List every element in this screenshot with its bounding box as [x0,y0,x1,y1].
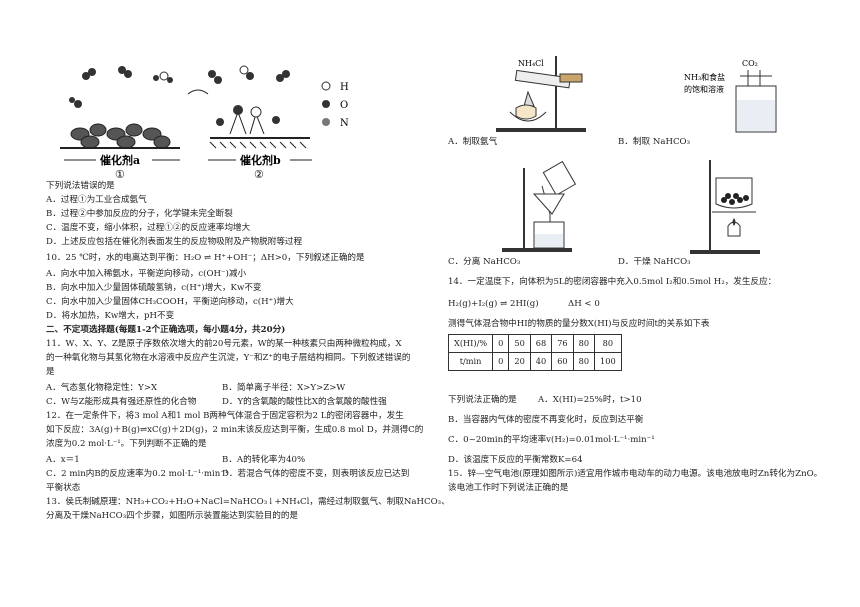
table-row: X(HI)/% 0 50 68 76 80 80 [447,334,622,353]
table-cell: 80 [572,352,596,371]
solution-label-2: 的饱和溶液 [684,84,724,94]
apparatus-a-caption: A．制取氨气 [448,137,498,147]
table-header-time: t/min [447,352,494,371]
q9-option-d: D．上述反应包括在催化剂表面发生的反应物吸附及产物脱附等过程 [46,237,303,247]
q15-line-1: 15．锌—空气电池(原理如图所示)适宜用作城市电动车的动力电源。该电池放电时Zn… [448,469,823,479]
table-cell: 0 [492,334,510,353]
catalyst-figure: 催化剂a ① 催化剂b ② H O N [60,65,349,178]
q14-line-2: 测得气体混合物中HI的物质的量分数X(HI)与反应时间t的关系如下表 [448,319,710,329]
apparatus-a-figure: NH₄Cl [496,56,586,132]
q9-option-c: C．温度不变，缩小体积，过程①②的反应速率均增大 [46,223,251,233]
q12-option-c: C．2 min内B的反应速率为0.2 mol·L⁻¹·min⁻¹ [46,469,229,479]
legend-n: N [340,118,349,129]
co2-label: CO₂ [742,59,758,68]
apparatus-d-figure [690,160,760,254]
q13-line-2: 分离及干燥NaHCO₃四个步骤，如图所示装置能达到实验目的的是 [46,511,299,521]
catalyst-b-label: 催化剂b [240,153,281,167]
table-cell: 76 [551,334,574,353]
q9-option-b: B．过程②中参加反应的分子，化学键未完全断裂 [46,209,233,219]
q12-option-b: B．A的转化率为40% [222,455,306,465]
nh4cl-label: NH₄Cl [518,59,544,68]
q14-line-1: 14．一定温度下，向体积为5L的密闭容器中充入0.5mol I₂和0.5mol … [448,277,777,287]
q12-line-3: 浓度为0.2 mol·L⁻¹。下列判断不正确的是 [46,439,207,449]
q14-option-d: D．该温度下反应的平衡常数K=64 [448,455,583,465]
table-cell: 80 [572,334,596,353]
q11-line-3: 是 [46,367,55,377]
table-cell: 80 [594,334,622,353]
table-cell: 50 [508,334,531,353]
hi-data-table: X(HI)/% 0 50 68 76 80 80 t/min 0 20 40 6… [447,334,622,371]
q11-line-1: 11．W、X、Y、Z是原子序数依次增大的前20号元素，W的某一种核素只由两种微粒… [46,339,402,349]
table-cell: 0 [492,352,510,371]
process-1-label: ① [115,168,125,178]
solution-label-1: NH₃和食盐 [684,72,725,82]
q11-option-c: C．W与Z能形成具有强还原性的化合物 [46,397,197,407]
process-2-label: ② [254,168,264,178]
q14-option-b: B．当容器内气体的密度不再变化时，反应到达平衡 [448,415,644,425]
q11-option-b: B．简单离子半径：X>Y>Z>W [222,383,346,393]
apparatus-c-figure [502,160,577,252]
catalyst-a-label: 催化剂a [100,153,140,167]
table-cell: 20 [508,352,531,371]
apparatus-b-caption: B．制取 NaHCO₃ [618,137,691,147]
q10-option-c: C．向水中加入少量固体CH₃COOH，平衡逆向移动，c(H⁺)增大 [46,297,294,307]
table-cell: 40 [529,352,553,371]
q14-enthalpy: ΔH < 0 [568,299,600,309]
q12-line-1: 12．在一定条件下，将3 mol A和1 mol B两种气体混合于固定容积为2 … [46,411,404,421]
q10-stem: 10．25 ℃时，水的电离达到平衡：H₂O ⇌ H⁺+OH⁻；ΔH>0，下列叙述… [46,253,365,263]
q14-stem: 下列说法正确的是 [448,395,517,405]
table-cell: 60 [551,352,574,371]
q14-option-a: A．X(HI)=25%时，t>10 [538,395,642,405]
apparatus-b-figure: CO₂ NH₃和食盐 的饱和溶液 [684,59,777,133]
legend-o: O [340,100,348,111]
table-row: t/min 0 20 40 60 80 100 [447,352,622,371]
table-cell: 100 [594,352,622,371]
q9-stem: 下列说法错误的是 [46,181,115,191]
q11-line-2: 的一种氧化物与其氢化物在水溶液中反应产生沉淀，Y⁻和Z⁺的电子层结构相同。下列叙… [46,353,411,363]
table-header-xhi: X(HI)/% [447,334,494,353]
q11-option-a: A．气态氢化物稳定性：Y>X [46,383,158,393]
legend-h: H [340,82,349,93]
q13-line-1: 13．侯氏制碱原理：NH₃+CO₂+H₂O+NaCl=NaHCO₃↓+NH₄Cl… [46,497,450,507]
q14-equation: H₂(g)+I₂(g) ⇌ 2HI(g) [448,299,539,309]
q10-option-d: D．将水加热，Kw增大，pH不变 [46,311,175,321]
apparatus-c-caption: C．分离 NaHCO₃ [448,257,521,267]
q9-option-a: A．过程①为工业合成氨气 [46,195,147,205]
q10-option-b: B．向水中加入少量固体硫酸氢钠，c(H⁺)增大，Kw不变 [46,283,262,293]
q11-option-d: D．Y的含氧酸的酸性比X的含氧酸的酸性强 [222,397,387,407]
q15-line-2: 该电池工作时下列说法正确的是 [448,483,569,493]
q12-option-d-cont: 平衡状态 [46,483,81,493]
apparatus-d-caption: D．干燥 NaHCO₃ [618,257,691,267]
q12-option-d: D．若混合气体的密度不变，则表明该反应已达到 [222,469,410,479]
table-cell: 68 [529,334,553,353]
q10-option-a: A．向水中加入稀氨水，平衡逆向移动，c(OH⁻)减小 [46,269,247,279]
section-2-heading: 二、不定项选择题(每题1-2个正确选项，每小题4分，共20分) [46,325,286,335]
q12-option-a: A．x＝1 [46,455,80,465]
q14-option-c: C．0~20min的平均速率v(H₂)=0.01mol·L⁻¹·min⁻¹ [448,435,655,445]
q12-line-2: 如下反应：3A(g)＋B(g)⇌xC(g)＋2D(g)，2 min末该反应达到平… [46,425,424,435]
